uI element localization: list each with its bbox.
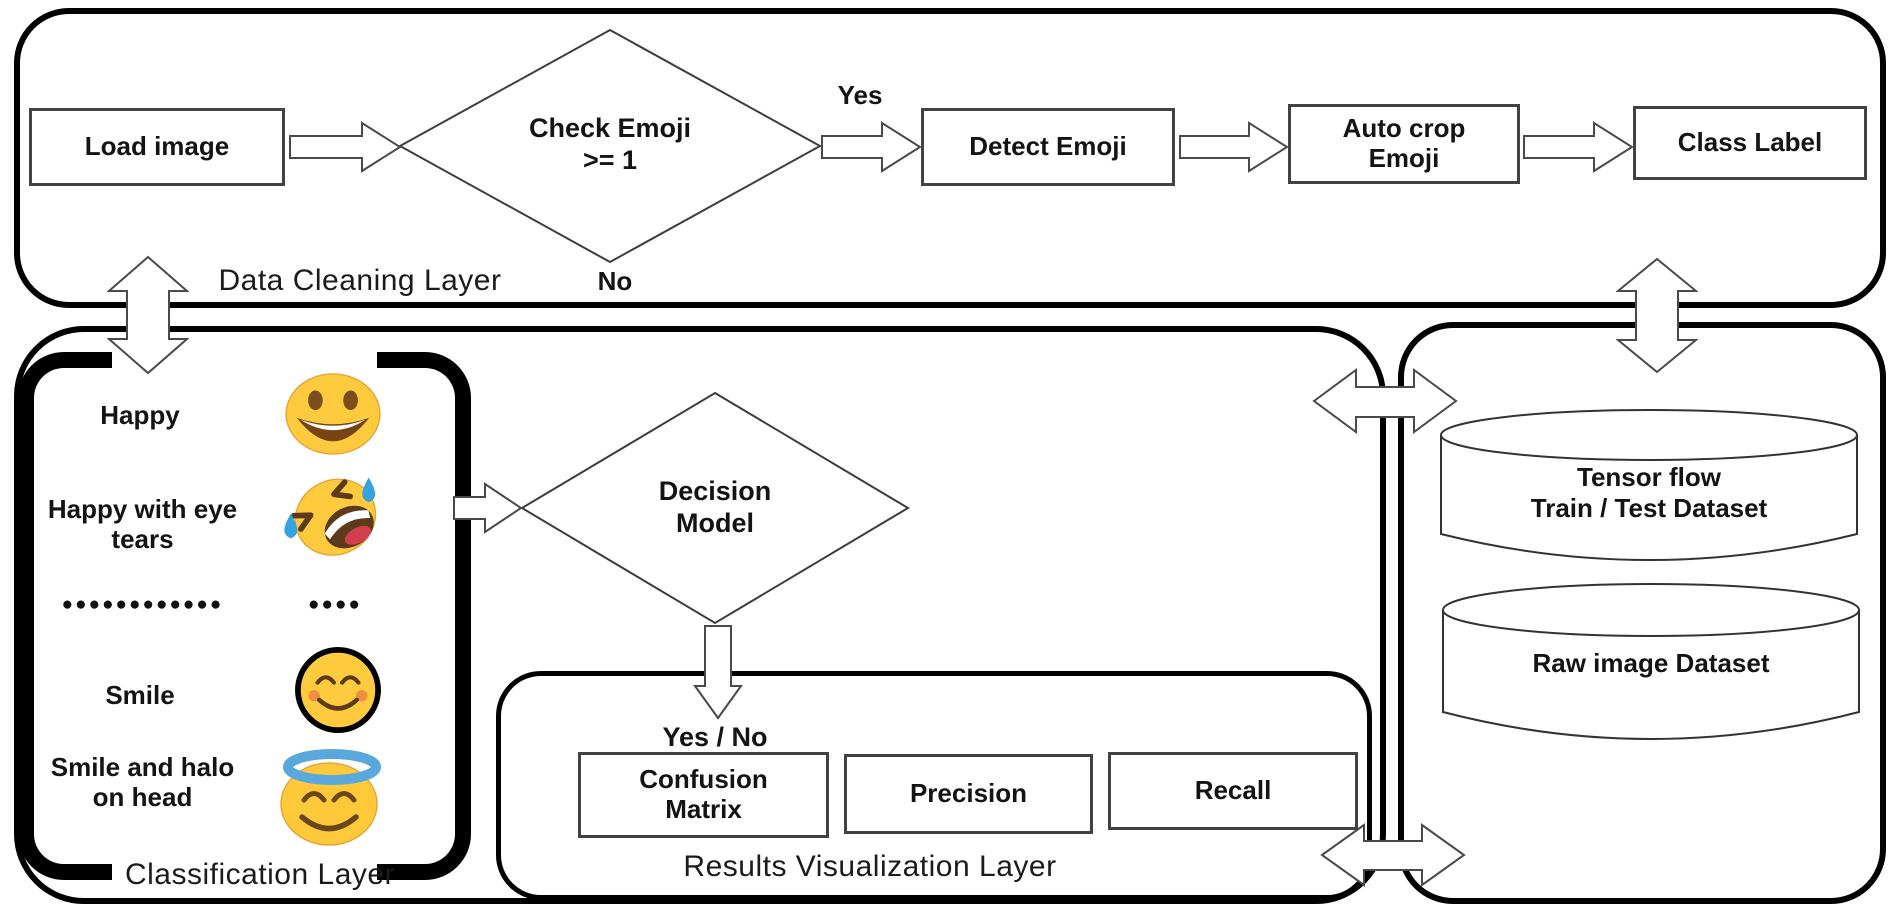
detect-emoji-label: Detect Emoji bbox=[969, 131, 1127, 162]
double-arrow-cleaning-datastore bbox=[1616, 257, 1698, 374]
grinning-face-emoji bbox=[285, 373, 381, 455]
class-smile-label: Smile bbox=[105, 680, 175, 710]
arrow-crop-to-class bbox=[1523, 121, 1634, 173]
precision-label: Precision bbox=[909, 778, 1028, 809]
classification-layer-panel bbox=[14, 326, 1386, 904]
recall-label: Recall bbox=[1194, 775, 1272, 806]
raw-image-dataset-label: Raw image Dataset bbox=[1532, 648, 1770, 678]
load-image-label: Load image bbox=[84, 131, 230, 162]
confusion-matrix-node: Confusion Matrix bbox=[578, 752, 829, 838]
ellipsis-dots-right: ●●●● bbox=[308, 594, 362, 615]
class-happy-label: Happy bbox=[100, 400, 180, 430]
results-visualization-panel bbox=[496, 671, 1372, 900]
load-image-node: Load image bbox=[29, 108, 285, 186]
smiling-face-emoji bbox=[295, 647, 381, 733]
arrow-load-to-check bbox=[289, 121, 402, 173]
halo-face-emoji bbox=[280, 749, 381, 846]
ellipsis-dots-left: ●●●●●●●●●●●● bbox=[61, 594, 224, 615]
arrow-check-to-detect bbox=[821, 121, 922, 173]
recall-node: Recall bbox=[1108, 752, 1358, 830]
raw-image-dataset-cylinder bbox=[1442, 583, 1860, 740]
double-arrow-results-datastore bbox=[1320, 823, 1466, 887]
arrow-classes-to-decision bbox=[453, 482, 523, 534]
tensorflow-dataset-label: Tensor flow Train / Test Dataset bbox=[1530, 462, 1768, 524]
detect-emoji-node: Detect Emoji bbox=[921, 108, 1175, 186]
auto-crop-node: Auto crop Emoji bbox=[1288, 104, 1520, 184]
decision-output-label: Yes / No bbox=[662, 722, 768, 752]
arrow-decision-to-results bbox=[693, 625, 743, 720]
precision-node: Precision bbox=[844, 754, 1093, 834]
check-emoji-diamond bbox=[398, 28, 822, 264]
class-label-node: Class Label bbox=[1633, 106, 1867, 180]
rofl-face-emoji bbox=[284, 477, 377, 556]
decision-model-label: Decision Model bbox=[658, 476, 772, 538]
double-arrow-classification-datastore bbox=[1312, 368, 1458, 434]
class-happy-tears-label: Happy with eye tears bbox=[47, 494, 238, 555]
decision-model-diamond bbox=[520, 391, 910, 625]
data-cleaning-layer-label: Data Cleaning Layer bbox=[218, 264, 502, 297]
arrow-detect-to-crop bbox=[1179, 121, 1289, 173]
class-halo-label: Smile and halo on head bbox=[50, 752, 235, 813]
data-cleaning-layer-panel bbox=[14, 8, 1886, 308]
auto-crop-label: Auto crop Emoji bbox=[1342, 113, 1466, 173]
confusion-matrix-label: Confusion Matrix bbox=[639, 764, 768, 824]
double-arrow-cleaning-classification bbox=[107, 255, 189, 375]
results-visualization-layer-label: Results Visualization Layer bbox=[683, 850, 1057, 883]
yes-branch-label: Yes bbox=[837, 80, 883, 110]
tensorflow-dataset-cylinder bbox=[1440, 409, 1858, 561]
no-branch-label: No bbox=[597, 266, 633, 296]
classification-layer-label: Classification Layer bbox=[124, 858, 396, 891]
class-label-label: Class Label bbox=[1677, 127, 1823, 158]
check-emoji-label: Check Emoji >= 1 bbox=[528, 113, 692, 175]
